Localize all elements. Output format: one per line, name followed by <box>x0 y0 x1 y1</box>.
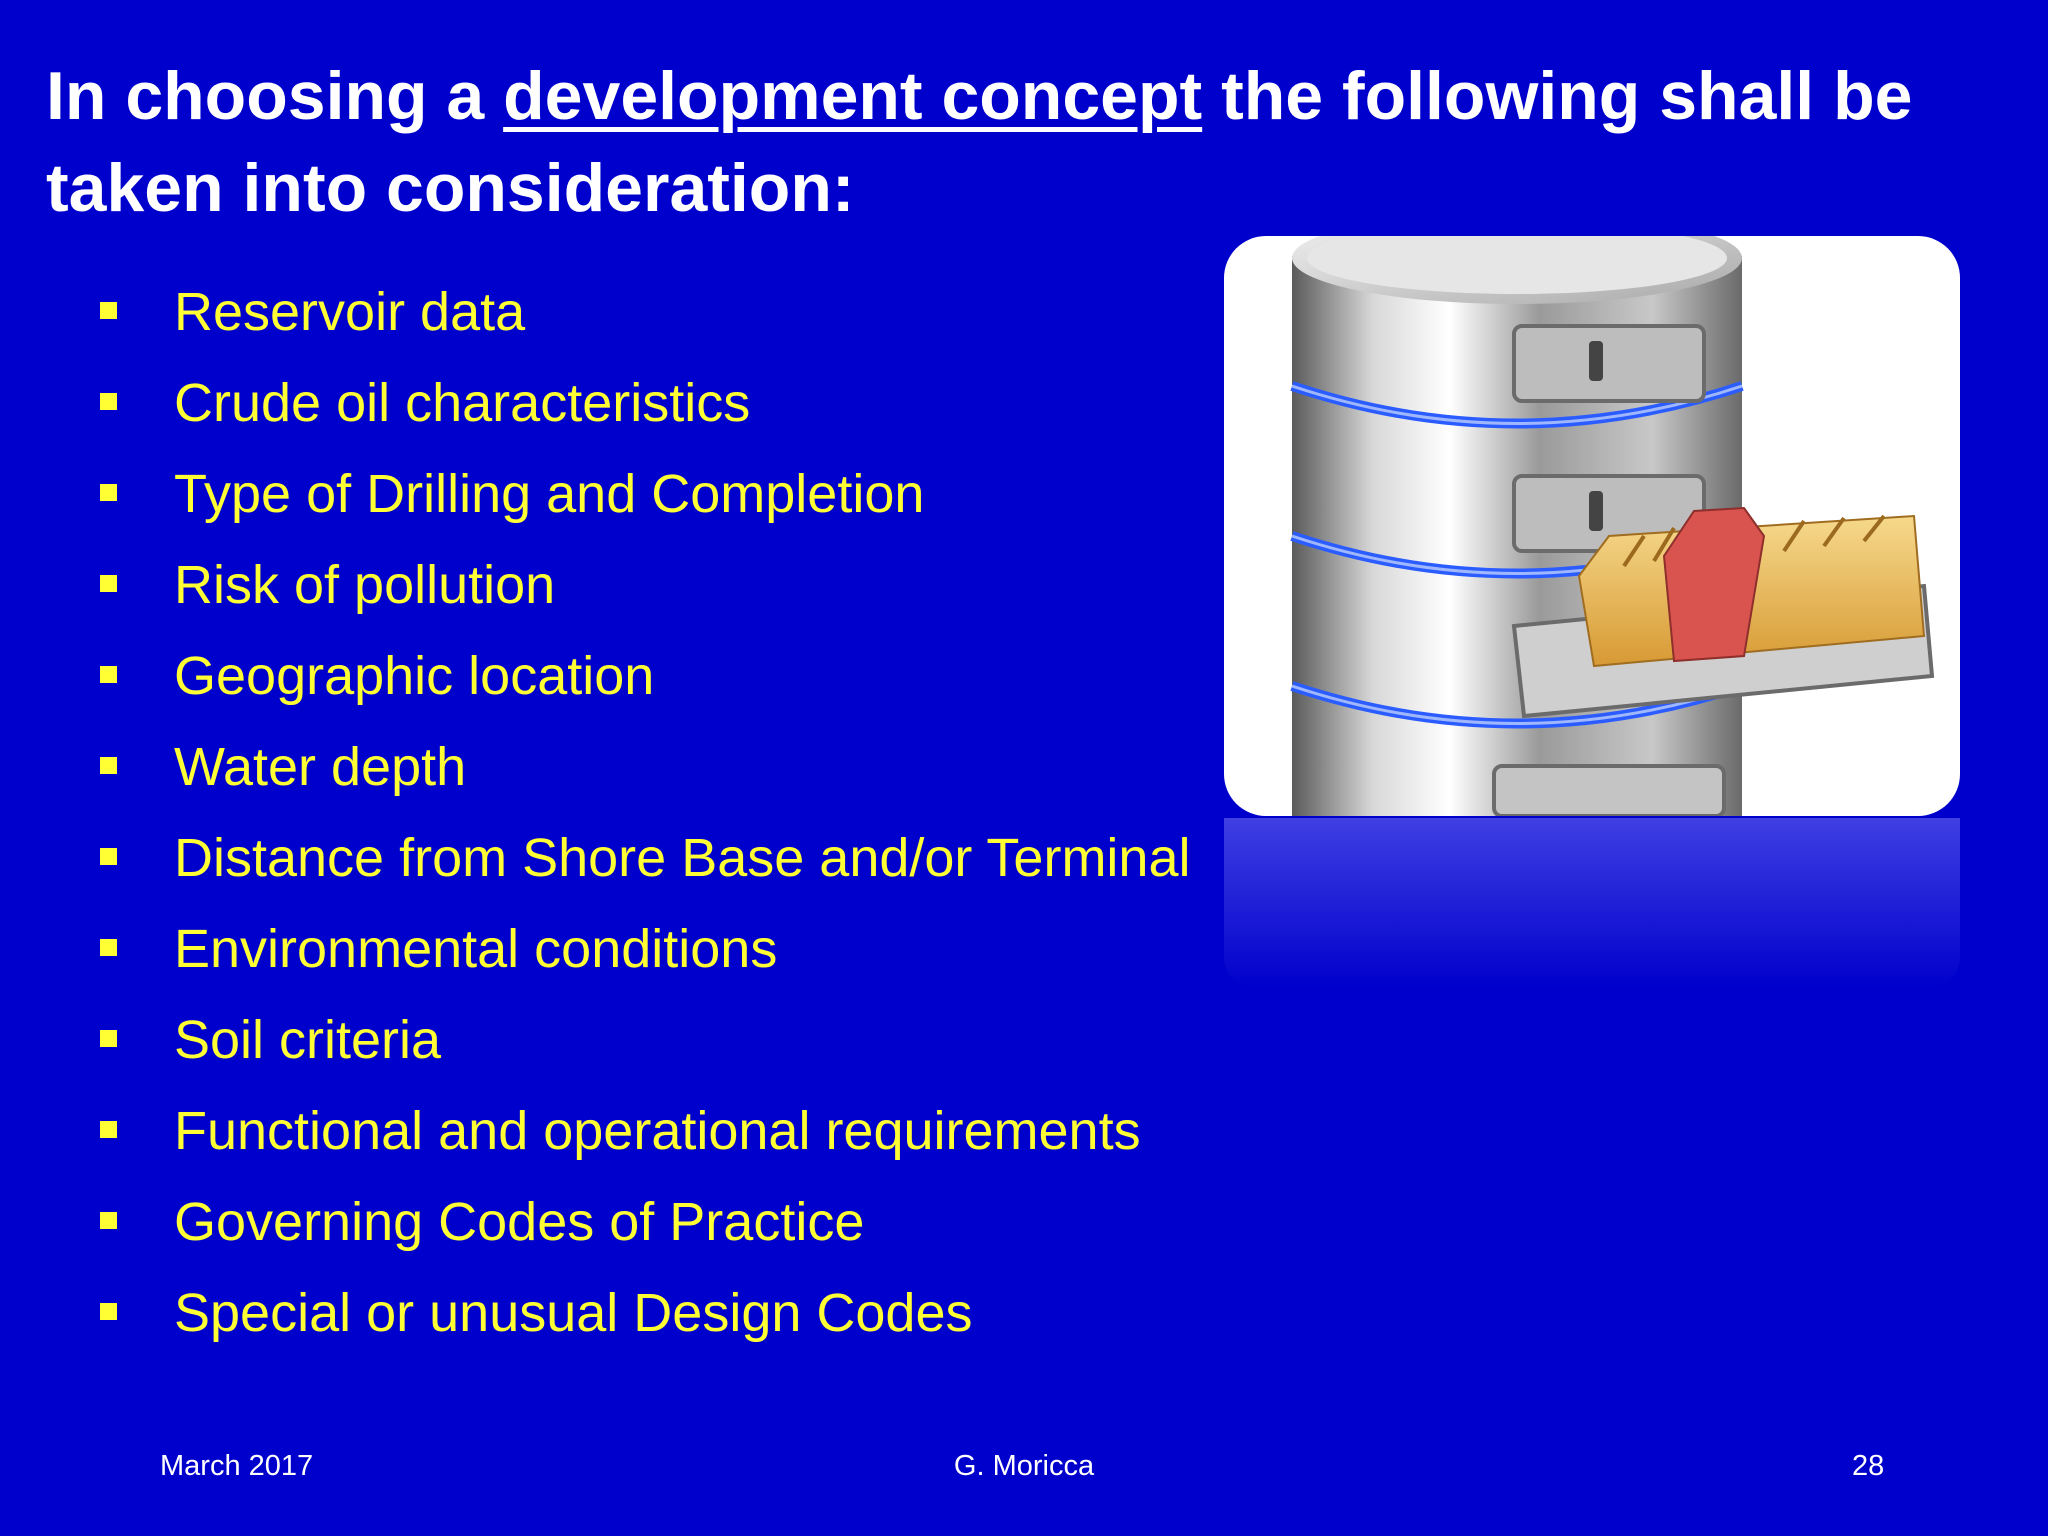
bullet-text: Special or unusual Design Codes <box>174 1283 973 1343</box>
bullet-square-icon <box>100 1212 117 1229</box>
bullet-square-icon <box>100 848 117 865</box>
bullet-square-icon <box>100 757 117 774</box>
bullet-text: Geographic location <box>174 646 655 706</box>
slide-number: 28 <box>1852 1450 1885 1482</box>
footer-author: G. Moricca <box>953 1450 1095 1482</box>
title-suffix: the following shall be taken into consid… <box>46 58 1913 226</box>
bullet-square-icon <box>100 393 117 410</box>
bullet-text: Functional and operational requirements <box>174 1101 1141 1161</box>
bullet-text: Type of Drilling and Completion <box>174 464 925 524</box>
database-image <box>1224 236 1960 816</box>
bullet-square-icon <box>100 302 117 319</box>
bullet-text: Reservoir data <box>174 282 526 342</box>
bullet-square-icon <box>100 1030 117 1047</box>
footer-date: March 2017 <box>160 1450 314 1482</box>
bullet-square-icon <box>100 575 117 592</box>
bullet-text: Water depth <box>174 737 467 797</box>
bullet-square-icon <box>100 484 117 501</box>
bullet-text: Governing Codes of Practice <box>174 1192 865 1252</box>
bullet-square-icon <box>100 1303 117 1320</box>
image-reflection <box>1224 818 1960 988</box>
bullet-text: Crude oil characteristics <box>174 373 751 433</box>
bullet-text: Distance from Shore Base and/or Terminal <box>174 828 1191 888</box>
bullet-square-icon <box>100 666 117 683</box>
bullet-square-icon <box>100 939 117 956</box>
bullet-square-icon <box>100 1121 117 1138</box>
slide-title: In choosing a development concept the fo… <box>46 50 1926 234</box>
bullet-text: Soil criteria <box>174 1010 442 1070</box>
title-emphasis: development concept <box>503 58 1203 134</box>
bullet-text: Environmental conditions <box>174 919 778 979</box>
bullet-text: Risk of pollution <box>174 555 556 615</box>
title-prefix: In choosing a <box>46 58 504 134</box>
database-server-icon <box>1290 236 1935 816</box>
